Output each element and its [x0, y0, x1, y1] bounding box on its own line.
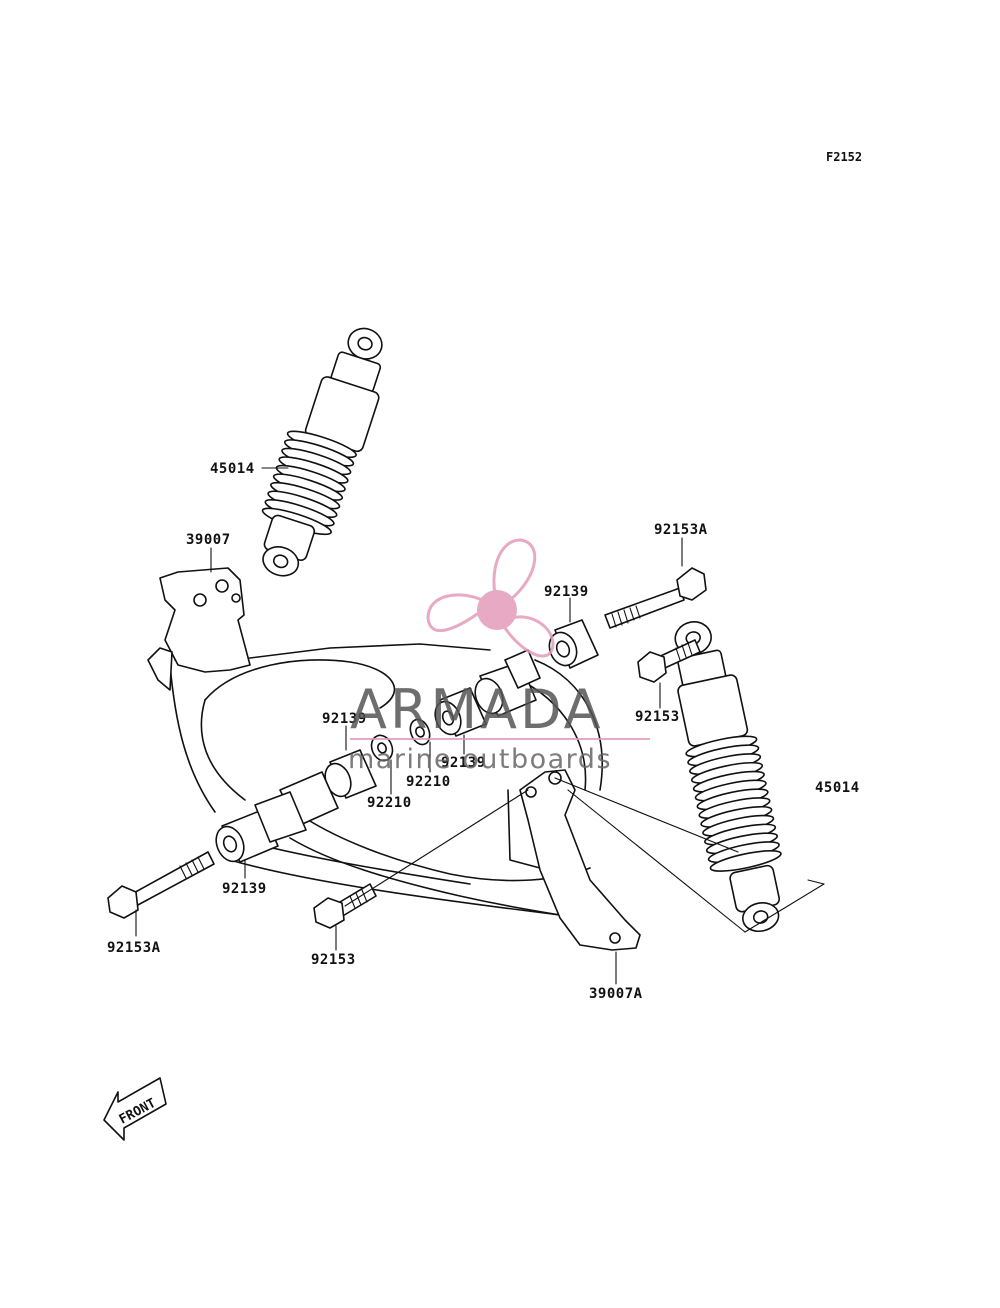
shock-absorber-upper — [261, 327, 383, 577]
bolt-bottom-left — [107, 851, 215, 919]
label-bolt-bottom-left: 92153A — [107, 940, 161, 956]
bushing-mid — [434, 687, 487, 737]
label-bracket-left: 39007 — [186, 532, 231, 548]
watermark-underline — [350, 738, 650, 740]
part-labels: 45014 39007 92153A 92139 92153 45014 921… — [107, 461, 860, 1002]
bracket-left — [147, 567, 251, 691]
front-arrow: FRONT — [103, 1077, 167, 1141]
label-bushing-mid: 92139 — [441, 755, 486, 771]
label-bracket-right: 39007A — [589, 986, 643, 1002]
watermark-brand: ARMADA — [350, 678, 604, 741]
label-bolt-top-right: 92153A — [654, 522, 708, 538]
alignment-lines — [344, 777, 825, 933]
label-bushing-mid-left: 92139 — [322, 711, 367, 727]
label-bushing-top-right: 92139 — [544, 584, 589, 600]
leader-lines — [135, 467, 683, 985]
bushing-mid-right-pair — [474, 649, 541, 717]
label-bolt-bottom-mid: 92153 — [311, 952, 356, 968]
bushing-bottom-left — [215, 791, 307, 863]
label-bushing-bottom-left: 92139 — [222, 881, 267, 897]
label-collar-left: 92210 — [367, 795, 412, 811]
bolt-top-right — [604, 567, 707, 629]
label-shock-right: 45014 — [815, 780, 860, 796]
bracket-right — [519, 769, 641, 951]
propeller-logo-icon — [426, 538, 555, 658]
label-shock-upper: 45014 — [210, 461, 255, 477]
bolt-mid-right — [637, 639, 701, 683]
collar-left — [370, 734, 394, 762]
bushing-top-right — [548, 619, 599, 669]
label-collar-mid: 92210 — [406, 774, 451, 790]
spring-coil — [709, 849, 782, 872]
figure-code: F2152 — [826, 150, 862, 164]
label-bolt-mid-right: 92153 — [635, 709, 680, 725]
watermark: ARMADA marine outboards — [348, 538, 650, 775]
shock-absorber-right — [674, 621, 782, 933]
watermark-tagline: marine outboards — [348, 744, 612, 775]
